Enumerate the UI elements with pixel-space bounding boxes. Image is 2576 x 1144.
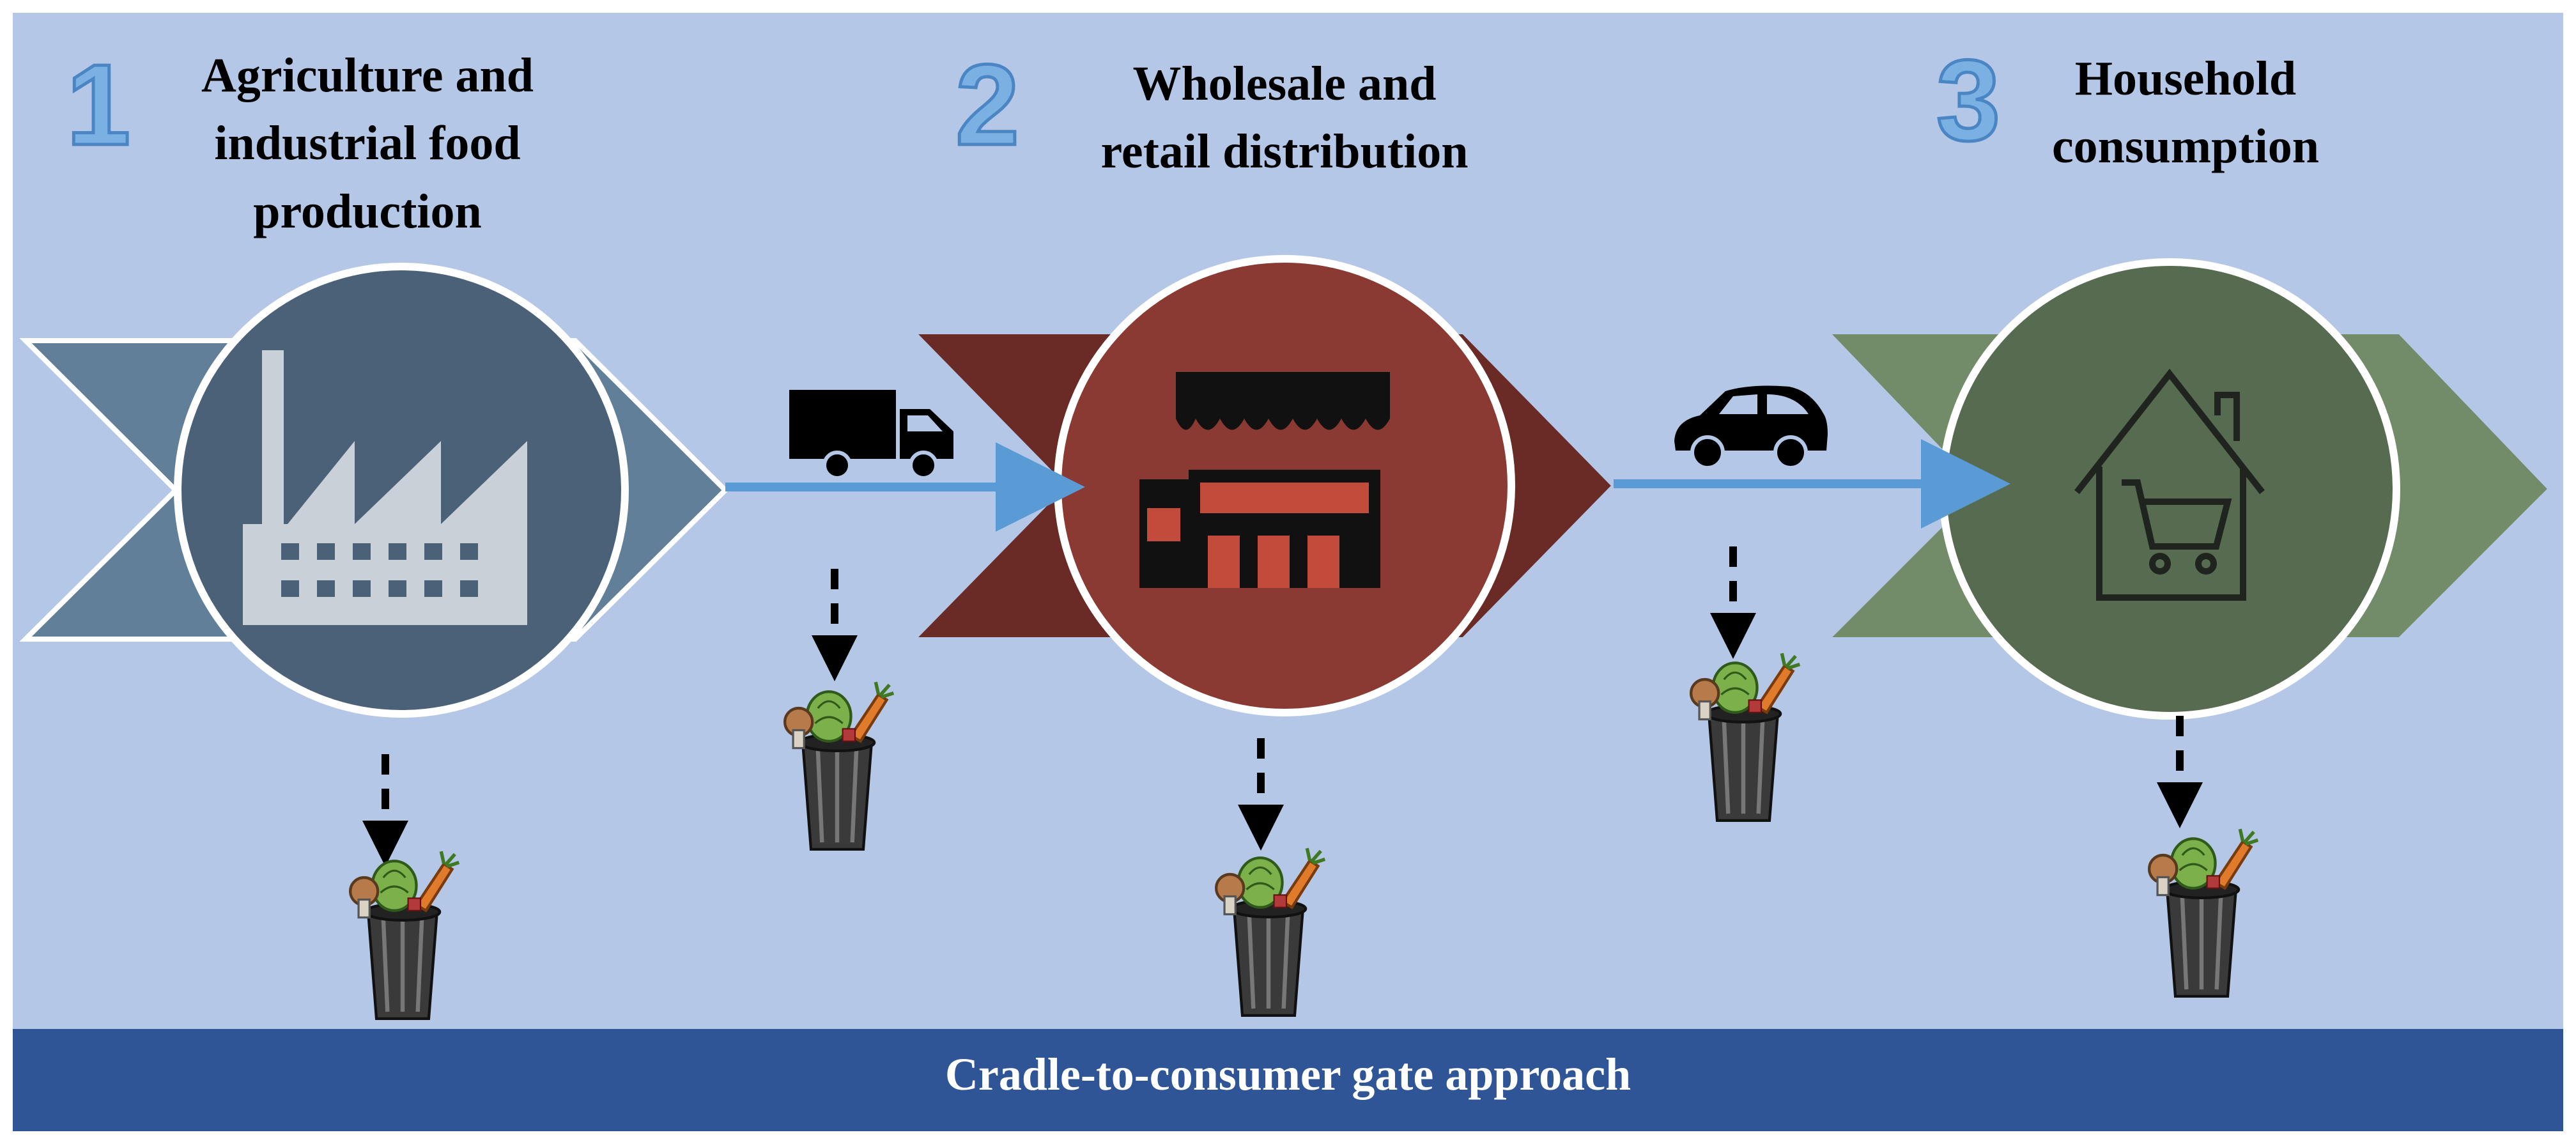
car-icon	[1674, 385, 1828, 470]
factory-icon	[243, 350, 527, 625]
stage-1-number: 1	[65, 41, 132, 169]
stage-3-number: 3	[1934, 36, 2001, 165]
stage-3-circle	[1939, 258, 2400, 720]
stage-3-title: Household consumption	[2051, 52, 2320, 174]
truck-icon	[789, 390, 953, 480]
stage-2-number: 2	[953, 41, 1021, 169]
stage-2-title: Wholesale and retail distribution	[1100, 57, 1469, 179]
store-icon	[1139, 372, 1390, 588]
house-cart-icon	[2074, 368, 2265, 601]
stage-1-title: Agriculture and industrial food producti…	[201, 49, 534, 238]
footer-label: Cradle-to-consumer gate approach	[945, 1049, 1631, 1100]
footer-bar	[13, 1029, 2563, 1131]
